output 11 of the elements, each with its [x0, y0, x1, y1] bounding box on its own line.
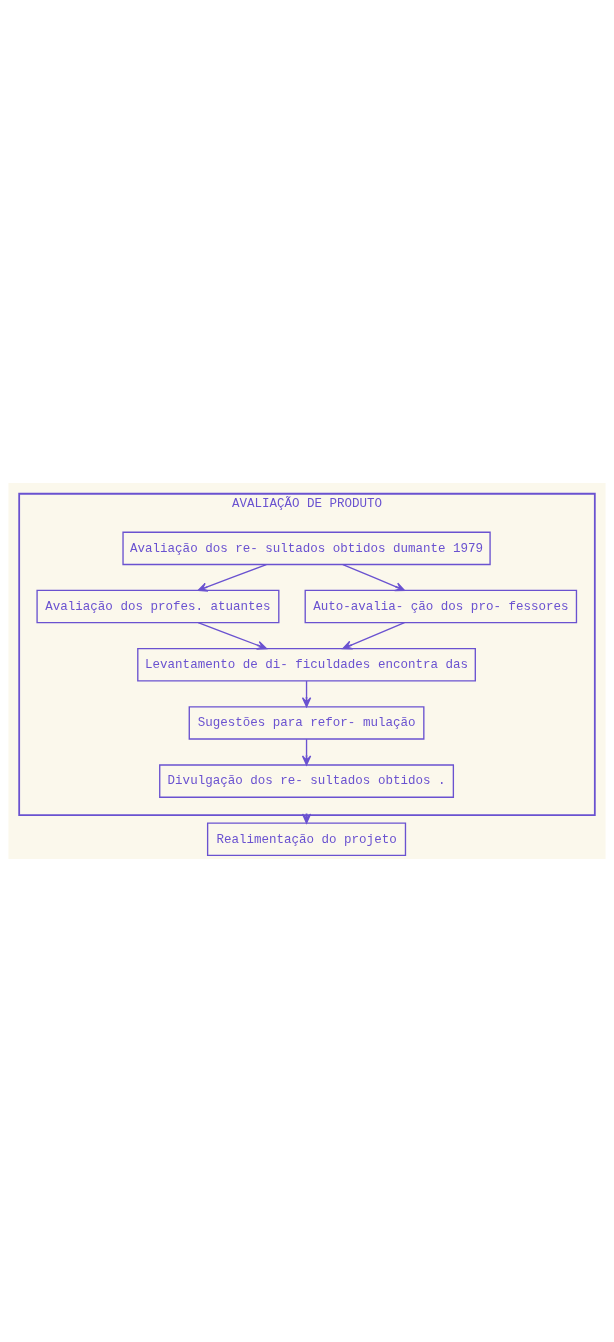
arrow [342, 563, 406, 592]
node-box: Auto-avalia- ção dos pro- fessores [304, 589, 578, 624]
arrow [197, 622, 267, 650]
node-box: Realimentação do projeto [206, 822, 407, 857]
arrow [342, 622, 406, 650]
arrow [197, 563, 267, 592]
node-box: Avaliação dos re- sultados obtidos dumante 1979 [122, 531, 491, 566]
node-box: Avaliação dos profes. atuantes [36, 589, 280, 624]
node-box: Sugestões para refor- mulação [188, 706, 425, 740]
node-box: Divulgação dos re- sultados obtidos . [159, 764, 455, 798]
node-box: Levantamento de di- ficuldades encontra das [137, 647, 476, 682]
